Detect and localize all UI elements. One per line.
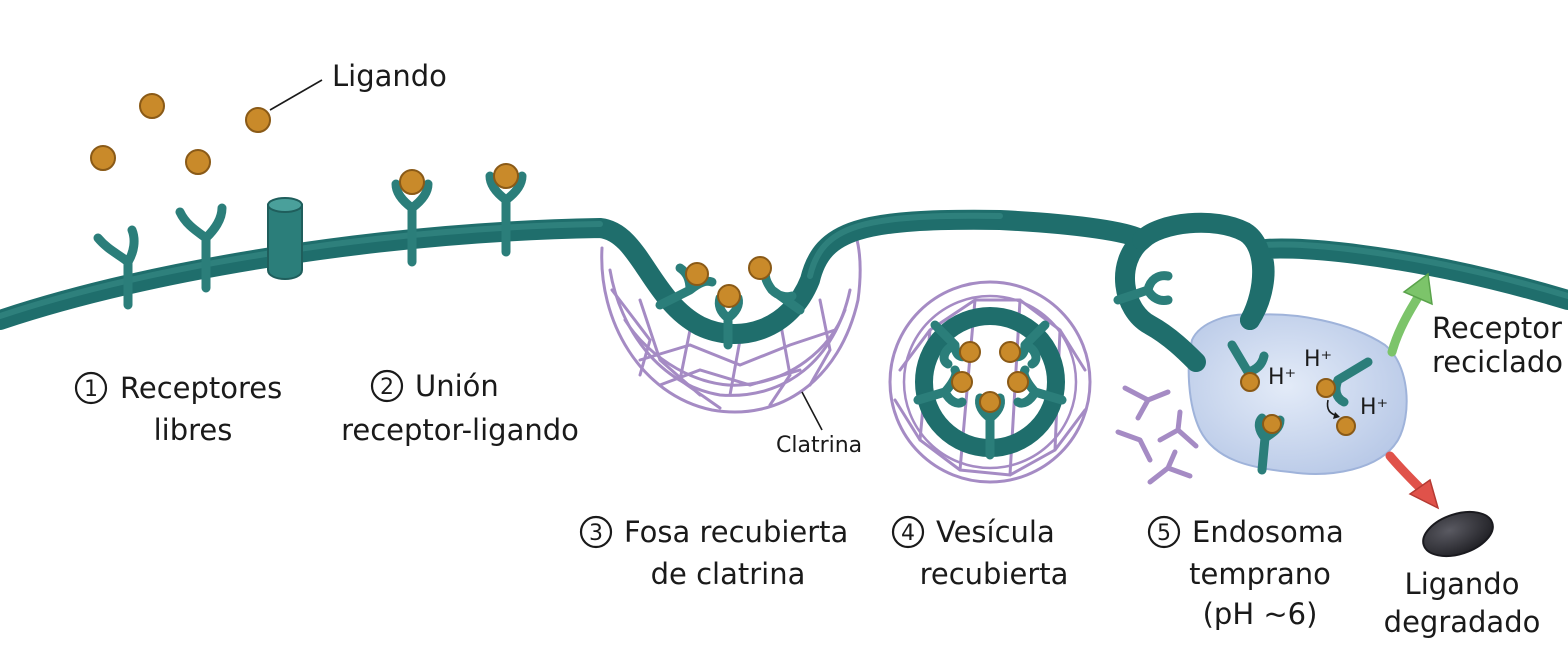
clathrin-label: Clatrina bbox=[776, 433, 862, 458]
svg-text:4: 4 bbox=[901, 521, 915, 546]
svg-text:Endosoma: Endosoma bbox=[1192, 515, 1344, 549]
free-receptors bbox=[93, 171, 527, 310]
clathrin-coat-pit bbox=[600, 234, 862, 414]
hplus-3: H⁺ bbox=[1360, 395, 1388, 420]
step-4-label: 4 Vesícula recubierta bbox=[891, 515, 1069, 591]
ligand-leader-line bbox=[269, 79, 323, 111]
degraded-label-line2: degradado bbox=[1384, 605, 1541, 639]
dissociation-arrowhead bbox=[1333, 412, 1340, 419]
svg-text:de clatrina: de clatrina bbox=[651, 557, 806, 591]
svg-text:receptor-ligando: receptor-ligando bbox=[341, 413, 579, 447]
svg-text:3: 3 bbox=[589, 521, 603, 546]
step-5-label: 5 Endosoma temprano (pH ~6) bbox=[1147, 515, 1344, 631]
svg-text:(pH ~6): (pH ~6) bbox=[1203, 597, 1318, 631]
degrade-arrow bbox=[1385, 451, 1440, 510]
svg-text:Fosa recubierta: Fosa recubierta bbox=[624, 515, 848, 549]
step-3-label: 3 Fosa recubierta de clatrina bbox=[579, 515, 848, 591]
svg-text:recubierta: recubierta bbox=[920, 557, 1069, 591]
clathrin-fragments bbox=[1115, 385, 1199, 485]
recycle-arrow bbox=[1387, 272, 1433, 357]
degraded-label-line1: Ligando bbox=[1405, 567, 1520, 601]
endosome-receptors bbox=[1113, 271, 1373, 475]
ligand-label: Ligando bbox=[332, 59, 447, 93]
step-2-label: 2 Unión receptor-ligando bbox=[341, 369, 579, 447]
svg-text:1: 1 bbox=[84, 377, 98, 402]
svg-text:libres: libres bbox=[154, 413, 233, 447]
hplus-2: H⁺ bbox=[1304, 347, 1332, 372]
degraded-ligand bbox=[1422, 510, 1494, 558]
svg-text:5: 5 bbox=[1157, 521, 1171, 546]
clathrin-leader-line bbox=[801, 391, 823, 431]
recycled-label-line1: Receptor bbox=[1432, 311, 1562, 345]
svg-text:2: 2 bbox=[380, 375, 394, 400]
recycled-label-line2: reciclado bbox=[1432, 345, 1563, 379]
hplus-1: H⁺ bbox=[1268, 365, 1296, 390]
svg-text:Unión: Unión bbox=[415, 369, 499, 403]
svg-text:temprano: temprano bbox=[1189, 557, 1331, 591]
ligands bbox=[90, 93, 1356, 436]
step-1-label: 1 Receptores libres bbox=[74, 371, 282, 447]
svg-text:Vesícula: Vesícula bbox=[936, 515, 1055, 549]
svg-text:Receptores: Receptores bbox=[120, 371, 282, 405]
membrane-channel bbox=[267, 197, 303, 280]
